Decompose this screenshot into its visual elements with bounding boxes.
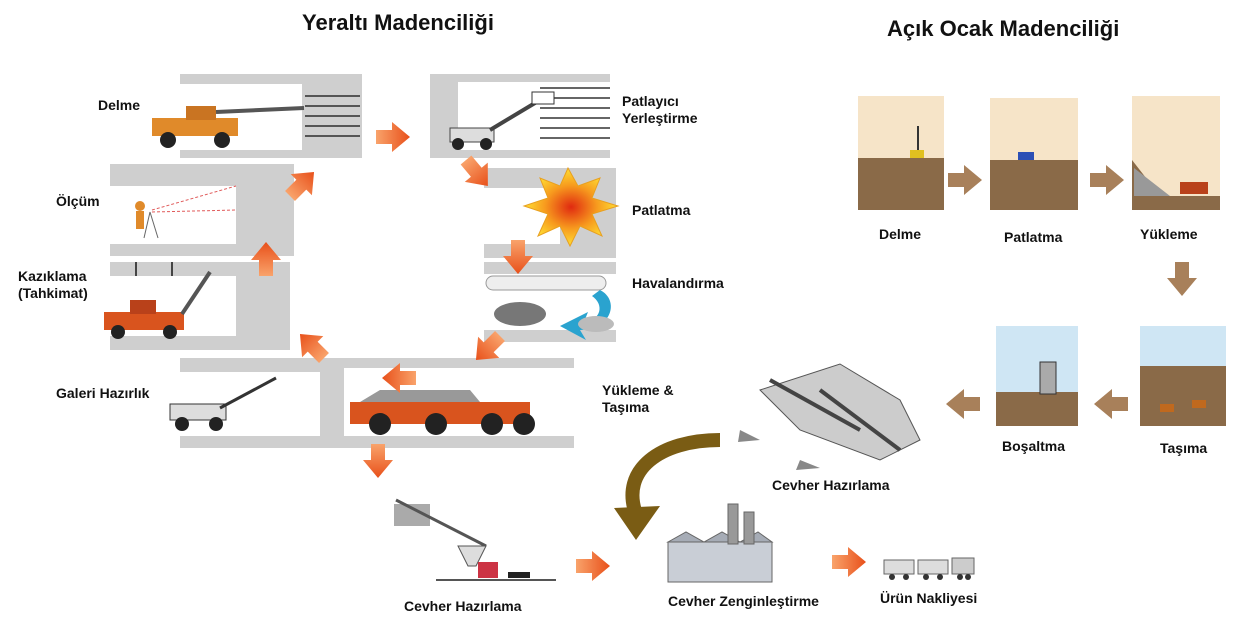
label-ug-drilling: Delme: [98, 97, 141, 113]
gallery-jumbo-icon: [169, 376, 277, 431]
label-beneficiation: Cevher Zenginleştirme: [668, 593, 819, 609]
factory-icon: [666, 503, 774, 583]
ore-prep-conveyor-icon: [394, 498, 556, 581]
explosion-icon: [522, 166, 620, 248]
open-pit-drilling-panel: [858, 96, 944, 210]
label-op-blasting: Patlatma: [1004, 229, 1063, 245]
ventilation-icon: [485, 275, 614, 340]
open-pit-blasting-panel: [990, 98, 1078, 210]
label-shipping: Ürün Nakliyesi: [880, 590, 978, 606]
freight-train-icon: [883, 557, 975, 580]
open-pit-loading-panel: [1132, 96, 1220, 210]
crushing-plant-icon: [738, 363, 921, 470]
label-explosive-1: Patlayıcı: [622, 93, 679, 109]
label-bolting-2: (Tahkimat): [18, 285, 88, 301]
label-ug-blasting: Patlatma: [632, 202, 691, 218]
label-gallery-prep: Galeri Hazırlık: [56, 385, 150, 401]
open-pit-dumping-panel: [996, 326, 1078, 426]
bolting-rig-icon: [104, 262, 212, 339]
curved-arrow: [614, 433, 721, 540]
label-ug-ore-prep: Cevher Hazırlama: [404, 598, 522, 614]
label-op-dumping: Boşaltma: [1002, 438, 1066, 454]
underground-mining-title: Yeraltı Madenciliği: [302, 10, 494, 35]
explosive-holes: [540, 87, 610, 139]
surveyor-icon: [135, 185, 237, 239]
label-op-drilling: Delme: [879, 226, 922, 242]
label-loading-2: Taşıma: [602, 399, 650, 415]
label-ventilation: Havalandırma: [632, 275, 724, 291]
drill-rig-icon: [152, 106, 305, 148]
label-loading-1: Yükleme &: [602, 382, 674, 398]
drill-holes: [305, 95, 360, 137]
label-bolting-1: Kazıklama: [18, 268, 87, 284]
label-op-hauling: Taşıma: [1160, 440, 1208, 456]
label-explosive-2: Yerleştirme: [622, 110, 698, 126]
open-pit-mining-title: Açık Ocak Madenciliği: [887, 16, 1120, 41]
open-pit-hauling-panel: [1140, 326, 1226, 426]
charging-rig-icon: [449, 91, 555, 150]
label-op-ore-prep: Cevher Hazırlama: [772, 477, 890, 493]
loader-truck-icon: [350, 390, 535, 435]
label-op-loading: Yükleme: [1140, 226, 1198, 242]
label-survey: Ölçüm: [56, 193, 100, 209]
